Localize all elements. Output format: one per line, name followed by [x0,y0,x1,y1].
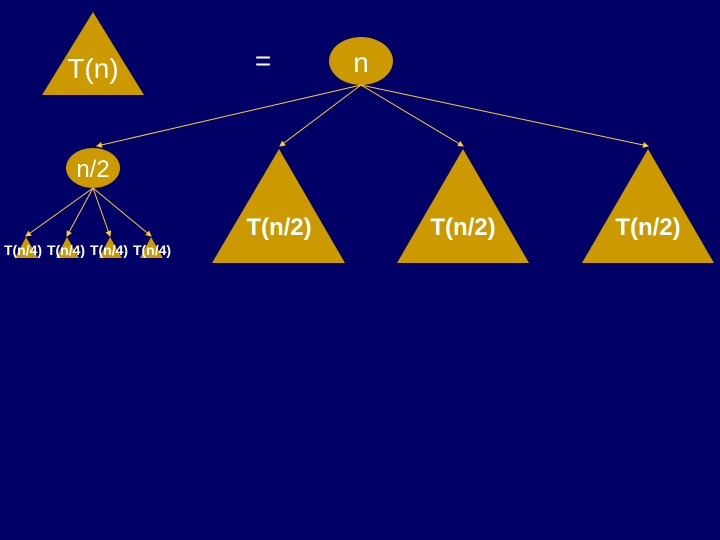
edge-root-to-subtree-1 [279,84,362,147]
edge-n2-to-leaf-2 [66,187,94,237]
subtree-3: T(n/2) [582,149,714,263]
child-node [66,148,120,188]
leaf-1-label: T(n/4) [4,242,42,258]
leaf-2-triangle [56,237,79,258]
edge-n2-to-leaf-4 [92,187,152,237]
leaf-1: T(n/4) [4,237,42,258]
root-edges [96,84,649,148]
leaf-3: T(n/4) [90,237,128,258]
subtree-2: T(n/2) [397,149,529,263]
edge-n2-to-leaf-1 [25,187,94,237]
edge-root-to-n2 [96,84,362,148]
leaf-4-label: T(n/4) [133,242,171,258]
edge-root-to-subtree-2 [360,84,464,147]
root-node [329,37,393,85]
lhs-label: T(n) [67,53,118,84]
leaf-3-triangle [99,237,122,258]
leaf-2-label: T(n/4) [47,242,85,258]
subtree-1-triangle [212,149,345,263]
subtree-2-label: T(n/2) [430,214,495,241]
subtree-1-label: T(n/2) [246,214,311,241]
leaf-2: T(n/4) [47,237,85,258]
subtree-3-label: T(n/2) [615,214,680,241]
subtree-1: T(n/2) [212,149,345,263]
edge-n2-to-leaf-3 [92,187,112,237]
leaf-4: T(n/4) [133,237,171,258]
leaf-3-label: T(n/4) [90,242,128,258]
edge-root-to-subtree-3 [360,84,649,148]
subtree-2-triangle [397,149,529,263]
lhs-triangle [42,12,144,95]
child-edges [25,187,152,237]
leaf-1-triangle [15,237,38,258]
subtree-3-triangle [582,149,714,263]
root-label: n [353,47,369,78]
leaf-4-triangle [140,237,163,258]
child-node-label: n/2 [76,156,109,183]
equals-sign: = [255,45,271,76]
